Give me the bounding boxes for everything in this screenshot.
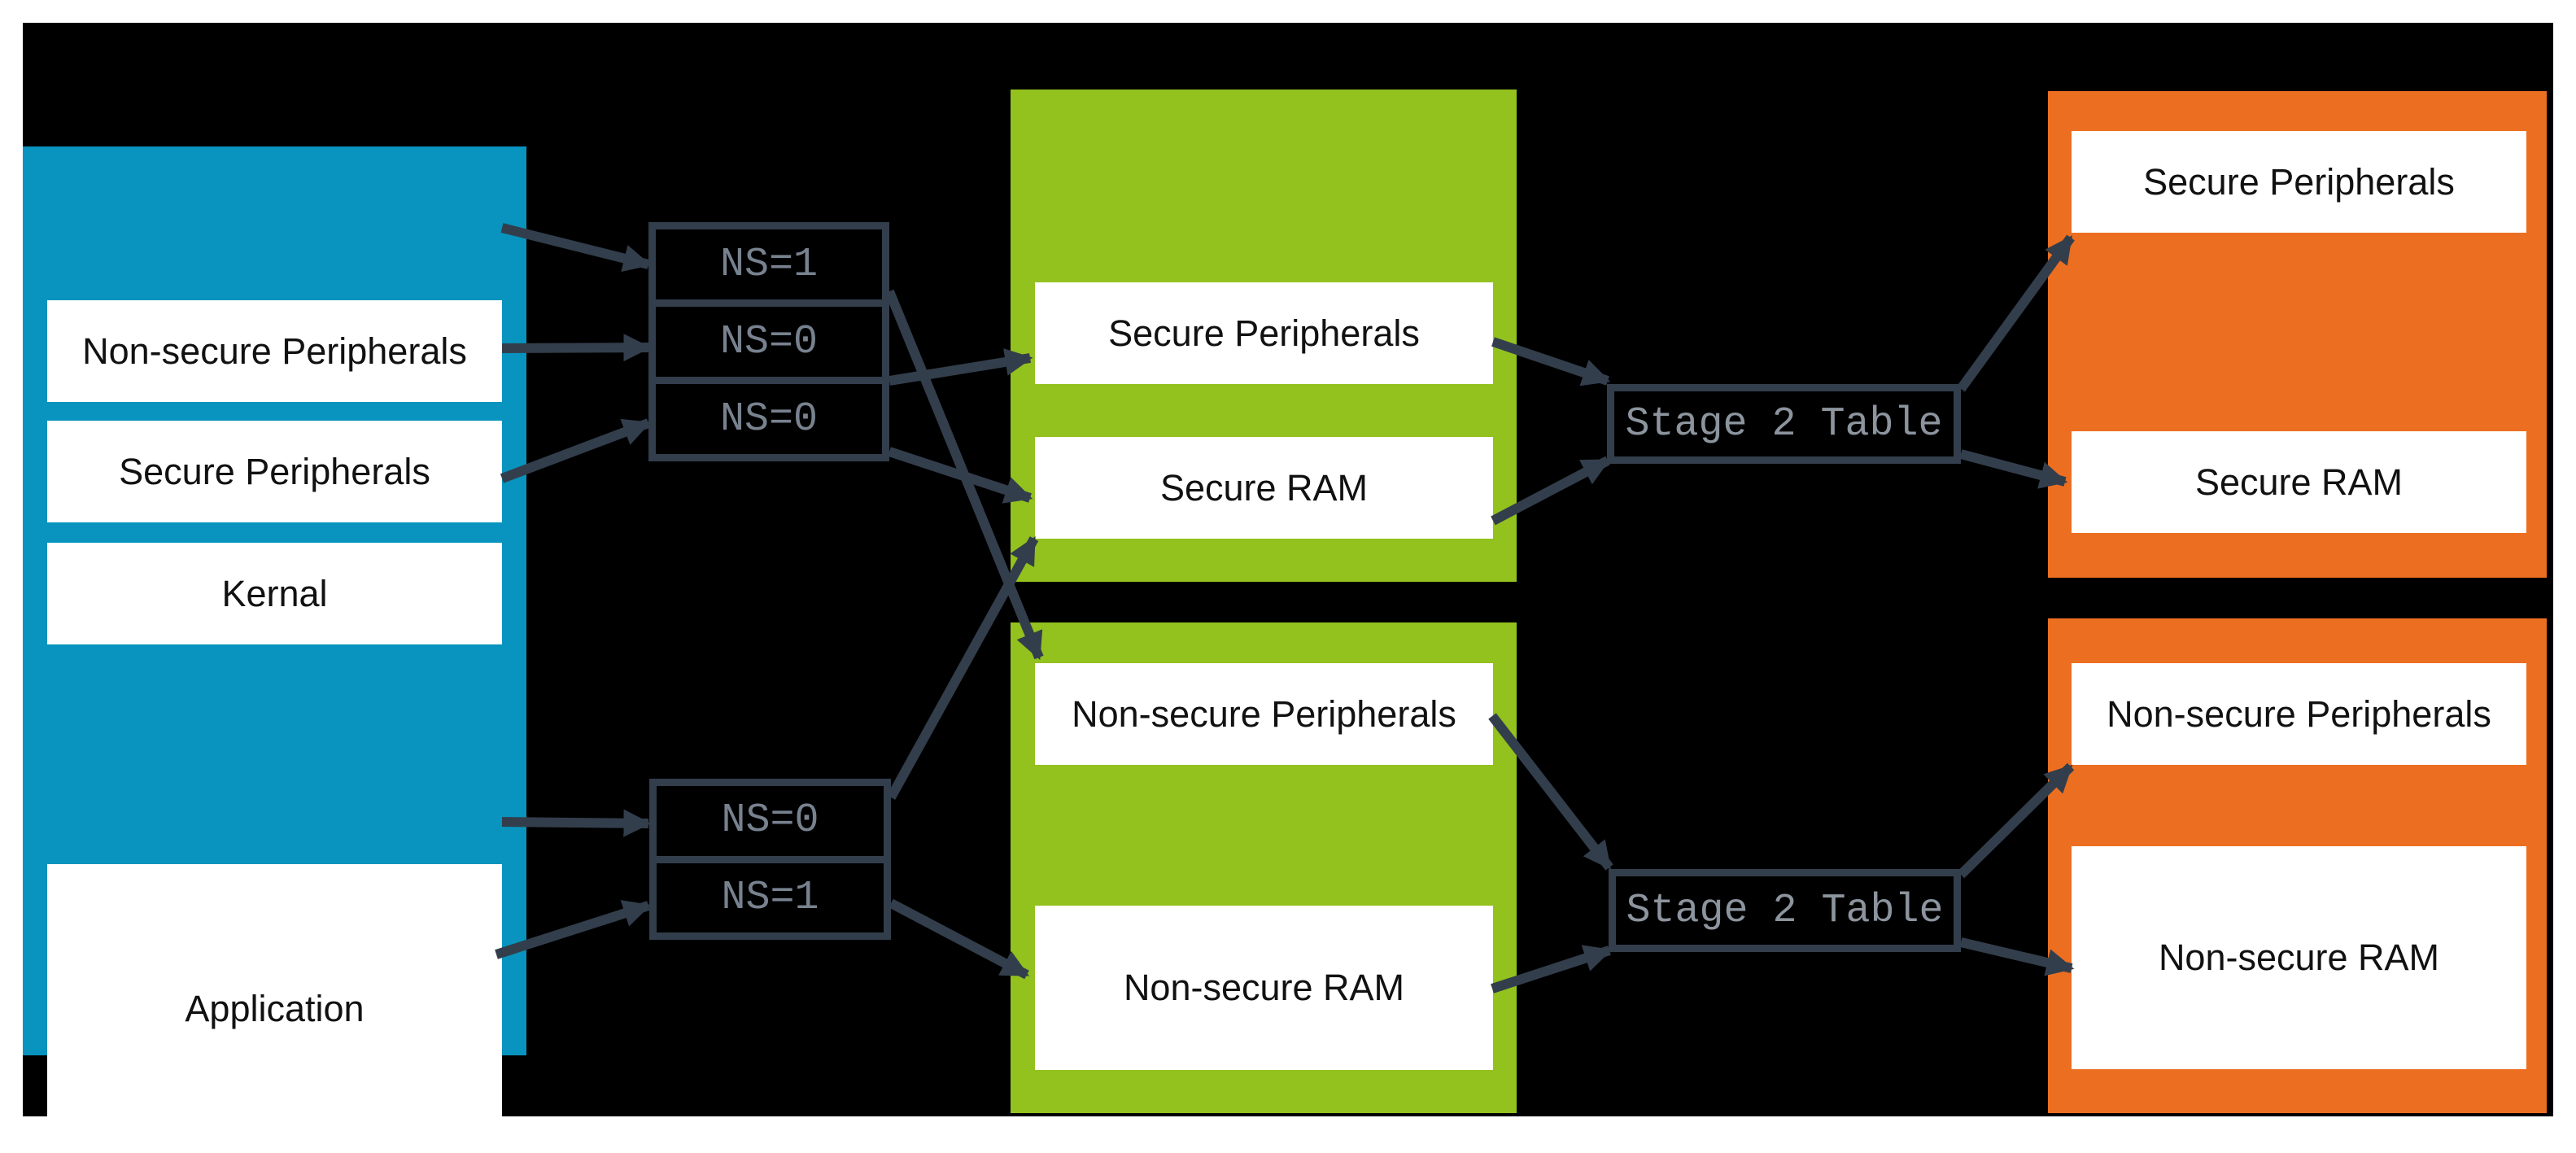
- label: Kernal: [221, 572, 328, 614]
- orange-box-non-secure-peripherals: Non-secure Peripherals: [2072, 663, 2526, 765]
- label: Application: [185, 987, 365, 1029]
- blue-box-application: Application: [47, 864, 502, 1153]
- ns-row: NS=1: [657, 855, 884, 933]
- ns-row: NS=0: [657, 786, 884, 856]
- blue-box-kernal: Kernal: [47, 543, 502, 644]
- stage2-table-bottom: Stage 2 Table: [1609, 869, 1961, 952]
- ns-value: NS=0: [721, 797, 819, 845]
- ns-bit-table-bottom: NS=0 NS=1: [649, 779, 891, 940]
- diagram-canvas: Non-secure Peripherals Secure Peripheral…: [23, 23, 2553, 1153]
- ns-row: NS=0: [656, 377, 882, 454]
- label: Stage 2 Table: [1625, 400, 1943, 448]
- ns-row: NS=1: [656, 229, 882, 299]
- stage2-table-top: Stage 2 Table: [1607, 384, 1961, 464]
- label: Non-secure Peripherals: [2107, 692, 2491, 735]
- panel-orange-non-secure-pa: Non-secure Peripherals Non-secure RAM: [2048, 618, 2547, 1113]
- arrow-ns0-to-green-sram: [888, 447, 1033, 504]
- panel-green-non-secure-ipa: Non-secure Peripherals Non-secure RAM: [1011, 622, 1517, 1113]
- label: Stage 2 Table: [1626, 887, 1944, 934]
- panel-green-secure-ipa: Secure Peripherals Secure RAM: [1011, 90, 1517, 582]
- label: Non-secure Peripherals: [82, 330, 467, 372]
- ns-value: NS=1: [719, 241, 819, 288]
- green-box-non-secure-ram: Non-secure RAM: [1035, 906, 1493, 1070]
- label: Secure Peripherals: [1108, 312, 1420, 354]
- orange-box-secure-ram: Secure RAM: [2072, 431, 2526, 533]
- green-box-secure-ram: Secure RAM: [1035, 437, 1493, 539]
- blue-box-secure-peripherals: Secure Peripherals: [47, 421, 502, 522]
- ns-value: NS=0: [719, 395, 819, 443]
- orange-box-non-secure-ram: Non-secure RAM: [2072, 846, 2526, 1069]
- label: Non-secure RAM: [2158, 937, 2440, 978]
- ns-value: NS=0: [719, 318, 819, 365]
- ns-value: NS=1: [721, 874, 819, 921]
- ns-bit-table-top: NS=1 NS=0 NS=0: [648, 222, 889, 461]
- panel-blue-virtual-space: Non-secure Peripherals Secure Peripheral…: [23, 146, 526, 1153]
- label: Non-secure Peripherals: [1072, 692, 1456, 735]
- label: Secure RAM: [2194, 461, 2404, 503]
- label: Secure Peripherals: [119, 450, 430, 492]
- orange-box-secure-peripherals: Secure Peripherals: [2072, 131, 2526, 233]
- ns-row: NS=0: [656, 299, 882, 377]
- label: Non-secure RAM: [1123, 967, 1405, 1008]
- green-box-secure-peripherals: Secure Peripherals: [1035, 282, 1493, 384]
- blue-box-non-secure-peripherals: Non-secure Peripherals: [47, 300, 502, 402]
- panel-orange-secure-pa: Secure Peripherals Secure RAM: [2048, 91, 2547, 578]
- arrow-ns0-to-green-sp: [889, 348, 1033, 386]
- label: Secure RAM: [1159, 466, 1369, 509]
- green-box-non-secure-peripherals: Non-secure Peripherals: [1035, 663, 1493, 765]
- label: Secure Peripherals: [2143, 160, 2455, 203]
- arrow-ns1-to-green-nsram: [889, 898, 1030, 980]
